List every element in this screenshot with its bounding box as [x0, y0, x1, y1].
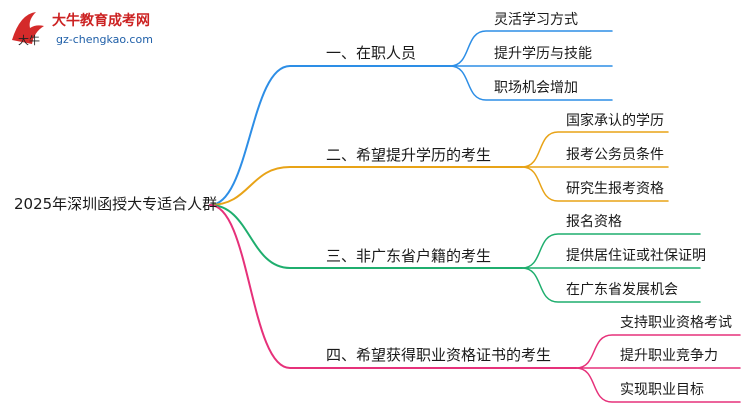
branch-node-3: 三、非广东省户籍的考生: [326, 247, 492, 265]
leaf-link: [575, 334, 741, 369]
logo-mark-text: 大牛: [18, 33, 40, 47]
branch-link: [209, 166, 523, 206]
branch-node-2: 二、希望提升学历的考生: [326, 146, 492, 164]
leaf-node: 提升职业竞争力: [620, 348, 718, 364]
leaf-node: 灵活学习方式: [494, 12, 578, 28]
leaf-node: 国家承认的学历: [566, 113, 664, 129]
leaf-node: 研究生报考资格: [566, 181, 664, 197]
leaf-link: [521, 233, 701, 269]
logo-url: gz-chengkao.com: [56, 33, 153, 46]
leaf-link: [575, 367, 741, 403]
branch-link: [209, 204, 523, 269]
leaf-link: [449, 65, 613, 101]
leaf-link: [521, 166, 669, 202]
branch-link: [209, 204, 577, 369]
branch-node-4: 四、希望获得职业资格证书的考生: [326, 346, 552, 364]
logo-name: 大牛教育成考网: [52, 13, 150, 29]
root-node: 2025年深圳函授大专适合人群: [14, 195, 218, 213]
branch-node-1: 一、在职人员: [326, 44, 417, 62]
leaf-node: 提供居住证或社保证明: [566, 248, 706, 264]
logo-icon: 大牛: [6, 6, 50, 50]
leaf-node: 在广东省发展机会: [566, 282, 678, 298]
leaf-node: 提升学历与技能: [494, 46, 592, 62]
leaf-link: [521, 267, 701, 303]
leaf-node: 职场机会增加: [494, 80, 578, 96]
leaf-node: 实现职业目标: [620, 382, 704, 398]
leaf-node: 报考公务员条件: [566, 147, 664, 163]
leaf-node: 支持职业资格考试: [620, 315, 732, 331]
leaf-link: [521, 131, 669, 168]
branch-link: [209, 65, 451, 206]
leaf-link: [449, 30, 613, 67]
leaf-node: 报名资格: [566, 214, 622, 230]
